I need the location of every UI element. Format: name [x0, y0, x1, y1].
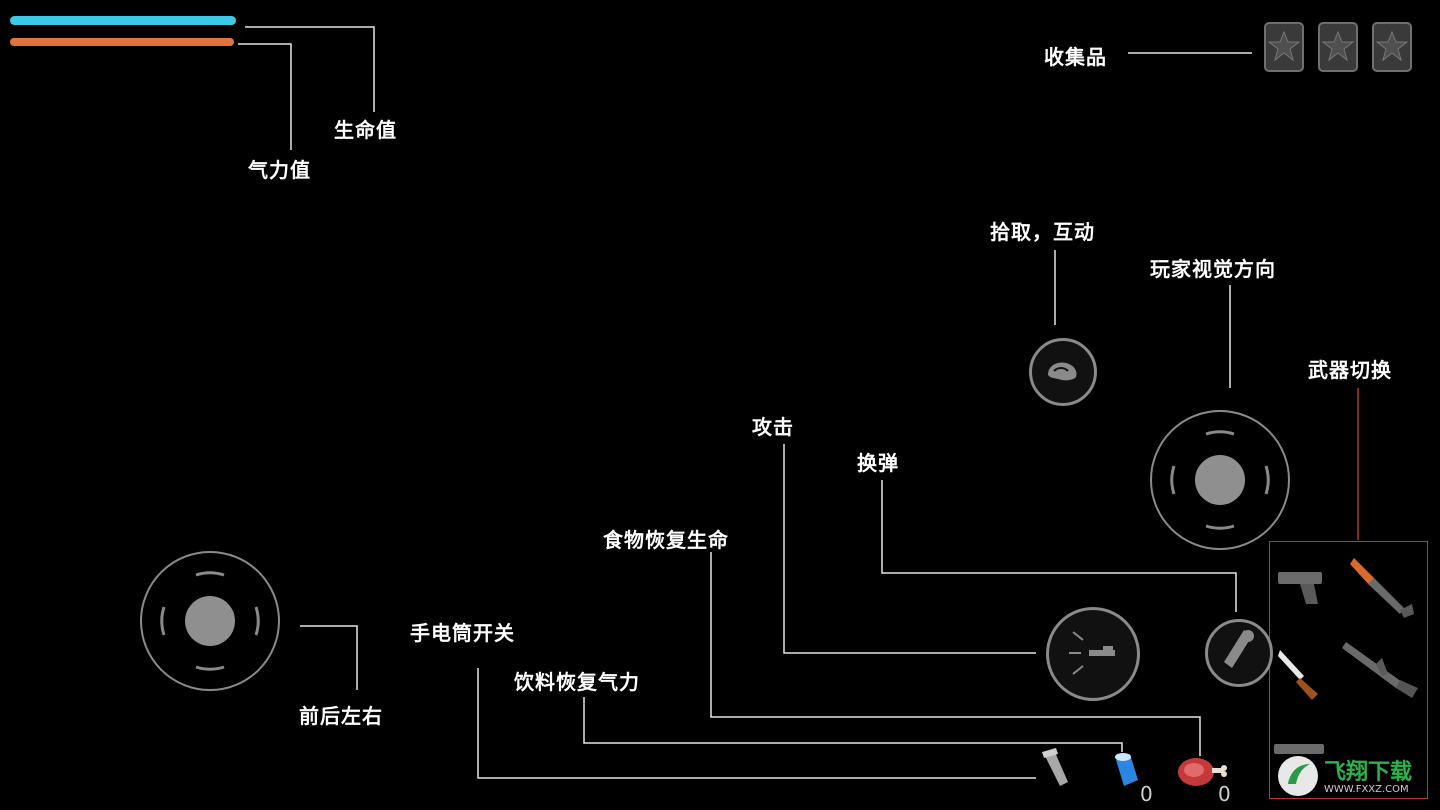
flashlight-label: 手电筒开关: [410, 621, 515, 645]
health-bar: [10, 16, 236, 25]
rifle-icon: [1342, 642, 1418, 698]
move-joystick[interactable]: [140, 551, 280, 691]
stamina-bar-fill: [10, 38, 234, 46]
drink-label: 饮料恢复气力: [514, 670, 640, 694]
health-label: 生命值: [334, 118, 397, 142]
view-joystick-knob[interactable]: [1195, 455, 1245, 505]
watermark-url: WWW.FXXZ.COM: [1324, 784, 1409, 795]
health-bar-fill: [10, 16, 236, 25]
meat-icon: [1178, 758, 1227, 786]
attack-label: 攻击: [752, 415, 794, 439]
weapon-slot[interactable]: [1342, 636, 1418, 700]
shotgun-icon: [1350, 558, 1414, 618]
pickup-label: 拾取，互动: [990, 220, 1095, 244]
magazine-icon: [1224, 630, 1254, 668]
reload-label: 换弹: [857, 451, 899, 475]
fire-icon: [1069, 631, 1115, 675]
flashlight-icon: [1042, 748, 1068, 786]
weapon-switch-panel[interactable]: [1269, 541, 1428, 799]
weapon-slot[interactable]: [1346, 552, 1414, 618]
collectibles-label: 收集品: [1044, 45, 1107, 69]
collectible-slot: [1264, 22, 1304, 72]
weapon-switch-label: 武器切换: [1308, 358, 1392, 382]
watermark-brand: 飞翔下载: [1324, 760, 1413, 785]
knife-icon: [1278, 650, 1318, 700]
weapon-slot[interactable]: [1274, 558, 1338, 622]
pistol-icon: [1278, 572, 1322, 604]
collectible-slot: [1372, 22, 1412, 72]
pickup-button[interactable]: [1029, 338, 1097, 406]
watermark-logo: [1278, 756, 1318, 796]
hand-icon: [1048, 362, 1077, 381]
joystick-arcs: [160, 571, 260, 671]
move-label: 前后左右: [299, 704, 383, 728]
stamina-label: 气力值: [248, 158, 311, 182]
drink-button[interactable]: [1108, 750, 1144, 790]
gun-icon: [1274, 744, 1324, 754]
star-icon: [1268, 30, 1300, 62]
watermark: 飞翔下载 WWW.FXXZ.COM: [1272, 748, 1432, 804]
attack-button[interactable]: [1046, 607, 1140, 701]
food-button[interactable]: [1176, 754, 1228, 790]
reload-button[interactable]: [1205, 619, 1273, 687]
stamina-bar: [10, 38, 234, 46]
star-icon: [1376, 30, 1408, 62]
weapon-slot[interactable]: [1272, 738, 1336, 802]
flashlight-button[interactable]: [1038, 748, 1074, 788]
drink-can-icon: [1115, 753, 1138, 786]
collectible-slot: [1318, 22, 1358, 72]
weapon-slot[interactable]: [1276, 646, 1340, 710]
food-count: 0: [1218, 782, 1231, 806]
move-joystick-knob[interactable]: [185, 596, 235, 646]
star-icon: [1322, 30, 1354, 62]
drink-count: 0: [1140, 782, 1153, 806]
joystick-arcs: [1170, 430, 1270, 530]
food-label: 食物恢复生命: [603, 528, 729, 552]
view-joystick[interactable]: [1150, 410, 1290, 550]
view-direction-label: 玩家视觉方向: [1150, 257, 1276, 281]
